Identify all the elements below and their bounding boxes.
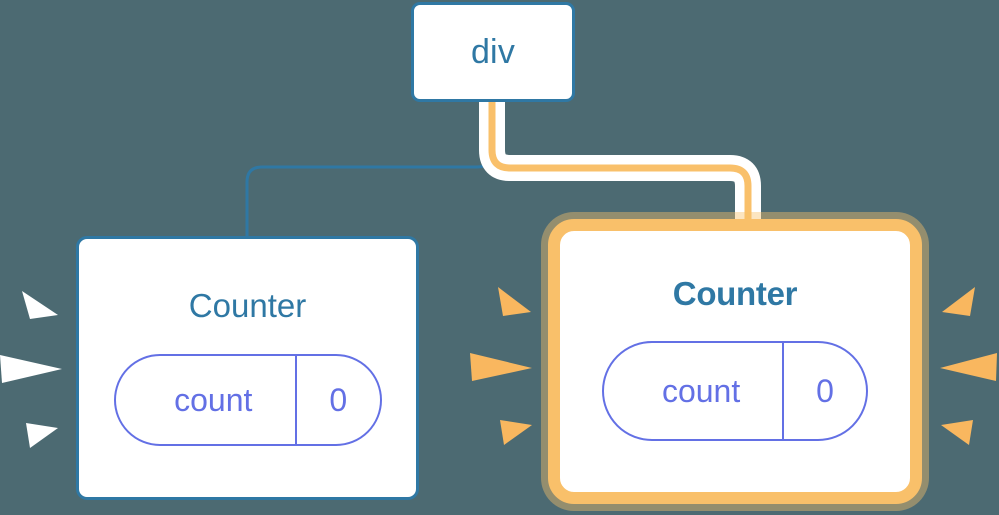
state-key-label: count: [174, 382, 253, 418]
node-counter-right-title: Counter: [672, 275, 798, 312]
state-pill-counter-right: count 0: [602, 341, 868, 441]
state-pill-counter-left: count 0: [113, 354, 382, 446]
state-key-label: count: [661, 373, 741, 409]
node-div-label: div: [470, 33, 516, 71]
state-value-label: 0: [295, 356, 379, 444]
node-counter-left-title: Counter: [188, 287, 307, 324]
node-div[interactable]: div: [411, 2, 575, 102]
node-counter-left[interactable]: Counter count 0: [76, 236, 419, 500]
edge-div-to-counter-right: [488, 101, 752, 238]
edge-div-to-counter-left: [245, 101, 494, 238]
state-value-label: 0: [782, 343, 866, 439]
node-counter-right[interactable]: Counter count 0: [548, 219, 922, 504]
